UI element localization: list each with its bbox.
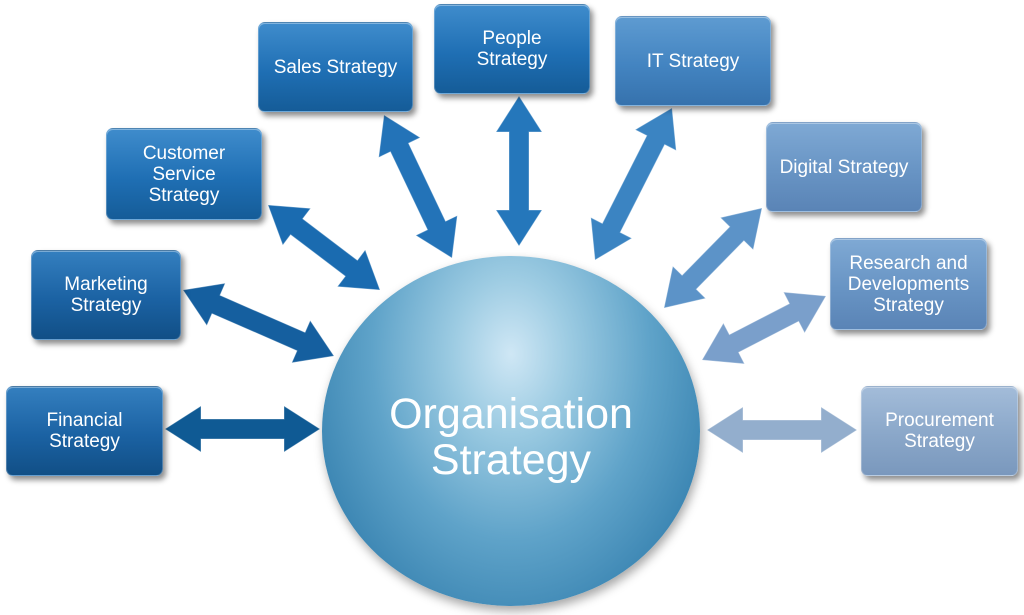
organisation-strategy-label: Organisation Strategy bbox=[389, 390, 633, 484]
digital-strategy-box: Digital Strategy bbox=[766, 122, 922, 212]
customer-service-strategy-box: Customer Service Strategy bbox=[106, 128, 262, 220]
procurement-strategy-label: Procurement Strategy bbox=[885, 410, 994, 452]
people-arrow bbox=[495, 95, 543, 247]
sales-strategy-label: Sales Strategy bbox=[273, 56, 398, 78]
customer-service-strategy-label: Customer Service Strategy bbox=[142, 142, 226, 206]
it-arrow bbox=[590, 107, 677, 261]
it-strategy-label: IT Strategy bbox=[646, 50, 740, 72]
research-strategy-label: Research and Developments Strategy bbox=[847, 252, 970, 316]
sales-strategy-box: Sales Strategy bbox=[258, 22, 413, 112]
financial-strategy-label: Financial Strategy bbox=[46, 410, 123, 452]
digital-arrow bbox=[663, 207, 763, 309]
sales-arrow bbox=[378, 114, 458, 259]
people-strategy-box: People Strategy bbox=[434, 4, 590, 94]
financial-strategy-box: Financial Strategy bbox=[6, 386, 163, 476]
research-arrow bbox=[701, 291, 827, 365]
marketing-arrow bbox=[182, 282, 335, 364]
customer-service-arrow bbox=[267, 204, 381, 291]
marketing-strategy-box: Marketing Strategy bbox=[31, 250, 181, 340]
financial-arrow bbox=[164, 405, 321, 453]
people-strategy-label: People Strategy bbox=[476, 28, 548, 70]
marketing-strategy-label: Marketing Strategy bbox=[64, 274, 148, 316]
research-strategy-box: Research and Developments Strategy bbox=[830, 238, 987, 330]
procurement-arrow bbox=[706, 406, 858, 454]
procurement-strategy-box: Procurement Strategy bbox=[861, 386, 1018, 476]
digital-strategy-label: Digital Strategy bbox=[779, 156, 909, 178]
it-strategy-box: IT Strategy bbox=[615, 16, 771, 106]
organisation-strategy-circle: Organisation Strategy bbox=[322, 256, 700, 606]
